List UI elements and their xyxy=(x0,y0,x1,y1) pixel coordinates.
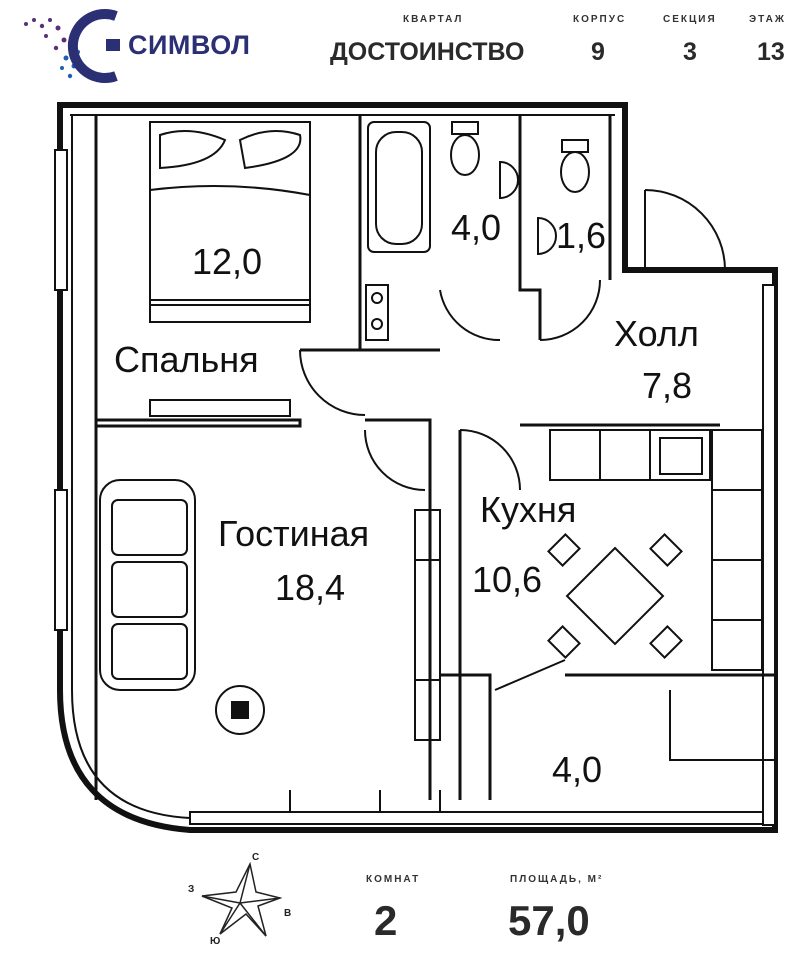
hall-name: Холл xyxy=(614,313,699,354)
window-left-bottom xyxy=(54,489,68,631)
kitchen-sink xyxy=(659,437,703,475)
window-right xyxy=(762,284,776,826)
compass-north: С xyxy=(252,852,260,863)
compass-rose-icon xyxy=(201,861,283,937)
rooms-value: 2 xyxy=(374,897,398,944)
building-value: 9 xyxy=(591,38,605,66)
quarter-label: КВАРТАЛ xyxy=(403,14,464,25)
bedroom-name: Спальня xyxy=(114,339,259,380)
kitchen-counter-side xyxy=(711,429,763,671)
kitchen-name: Кухня xyxy=(480,489,577,530)
living-name: Гостиная xyxy=(218,513,370,554)
living-area: 18,4 xyxy=(275,567,346,608)
compass-west: З xyxy=(188,884,195,895)
compass-south: Ю xyxy=(210,936,221,947)
window-left-top xyxy=(54,149,68,291)
brand-logo xyxy=(20,6,300,86)
sofa xyxy=(99,479,196,691)
window-bottom xyxy=(189,811,776,825)
bathroom-area: 4,0 xyxy=(451,207,502,248)
rooms-label: КОМНАТ xyxy=(366,874,421,885)
kitchen-counter-top xyxy=(549,429,711,481)
symbol-c-logo-icon xyxy=(24,9,120,83)
kitchen-area: 10,6 xyxy=(472,559,543,600)
floor-label: ЭТАЖ xyxy=(749,14,786,25)
toilet xyxy=(450,134,480,176)
floor-value: 13 xyxy=(757,38,785,66)
compass-east: В xyxy=(284,908,292,919)
bed xyxy=(149,121,311,323)
dining-table xyxy=(565,546,665,646)
loggia-area: 4,0 xyxy=(552,749,603,790)
area-value: 57,0 xyxy=(508,897,590,944)
building-label: КОРПУС xyxy=(573,14,627,25)
hall-area: 7,8 xyxy=(642,365,693,406)
floor-lamp xyxy=(215,685,265,735)
bedroom-area: 12,0 xyxy=(192,241,263,282)
bathtub xyxy=(367,121,431,253)
section-label: СЕКЦИЯ xyxy=(663,14,717,25)
compass-rose: С З В Ю xyxy=(180,848,300,958)
toilet-2 xyxy=(560,151,590,193)
tv-bedroom xyxy=(149,399,291,417)
brand-name: СИМВОЛ xyxy=(128,30,251,60)
wc-area: 1,6 xyxy=(556,215,607,256)
quarter-value: ДОСТОИНСТВО xyxy=(330,38,525,66)
wardrobe xyxy=(414,509,441,741)
area-label: ПЛОЩАДЬ, М² xyxy=(510,874,604,885)
outer-wall xyxy=(57,102,778,833)
section-value: 3 xyxy=(683,38,697,66)
